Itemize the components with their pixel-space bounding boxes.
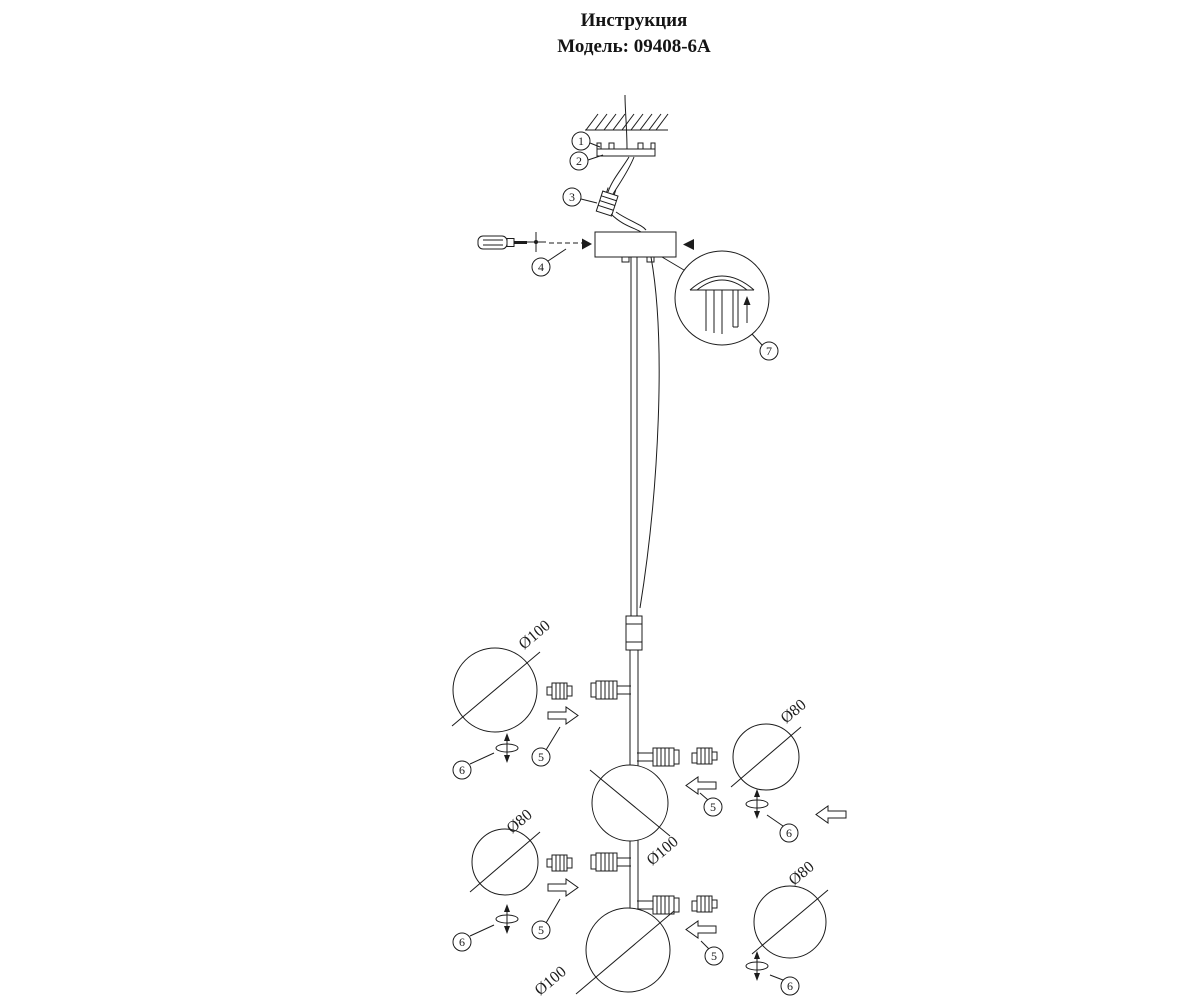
insert-arrow-left-icon: [685, 920, 717, 939]
callout-5: 5: [700, 940, 724, 966]
callout-3-number: 3: [569, 190, 575, 204]
power-cable-droop: [639, 256, 660, 609]
rotate-bulb-icon: [495, 733, 519, 763]
callout-6-number: 6: [459, 935, 465, 949]
callout-6: 6: [766, 814, 799, 843]
rotate-bulb-icon: [745, 789, 769, 819]
insert-arrow-right-icon: [547, 706, 579, 725]
callout-1-number: 1: [578, 134, 584, 148]
detail-magnifier: [674, 250, 770, 346]
screwdriver-icon: [477, 235, 527, 250]
bulb-icon: [546, 854, 573, 872]
callout-7: 7: [751, 333, 779, 361]
terminal-block: [595, 187, 619, 217]
callout-5: 5: [531, 898, 561, 940]
callout-4-number: 4: [538, 260, 544, 274]
glass-sphere-mid-right: Ø80: [730, 696, 810, 791]
page-title: Инструкция: [580, 10, 688, 31]
callout-6-number: 6: [459, 763, 465, 777]
glass-sphere-bottom-right: Ø80: [751, 858, 829, 959]
lamp-socket-icon: [652, 895, 680, 915]
glass-sphere-bottom: Ø100: [532, 907, 675, 999]
push-left-arrow-icon: [683, 239, 694, 250]
callout-1: 1: [571, 131, 601, 151]
lamp-arm-assembly-mid-right: 5 6: [637, 747, 847, 843]
ceiling-hatch: [585, 113, 669, 131]
canopy-wires: [610, 211, 647, 233]
pendant-rod-upper: [630, 257, 638, 616]
callout-5: 5: [699, 792, 723, 817]
callout-6: 6: [769, 974, 800, 996]
document-header: Инструкция Модель: 09408-6A: [34, 8, 1200, 60]
sphere-diameter-label: Ø100: [516, 617, 554, 653]
lamp-arm-assembly-bottom-right: 5 6: [637, 895, 800, 996]
callout-2: 2: [569, 151, 604, 171]
sphere-diameter-label: Ø80: [778, 696, 810, 727]
callout-2-number: 2: [576, 154, 582, 168]
callout-6: 6: [452, 752, 495, 780]
lamp-socket-icon: [590, 680, 618, 700]
callout-6-number: 6: [786, 826, 792, 840]
bulb-icon: [691, 747, 718, 765]
bulb-icon: [691, 895, 718, 913]
glass-sphere-top-left: Ø100: [451, 617, 554, 733]
mounting-bracket: [596, 142, 656, 157]
callout-6: 6: [452, 924, 495, 952]
sphere-diameter-label: Ø80: [786, 858, 818, 889]
insert-arrow-left-icon: [685, 776, 717, 795]
sphere-diameter-label: Ø100: [532, 963, 570, 999]
insert-arrow-icon: [582, 238, 592, 250]
rotate-bulb-icon: [745, 951, 769, 981]
lamp-socket-icon: [590, 852, 618, 872]
push-up-arrow-icon: [743, 296, 751, 323]
rod-joint: [625, 615, 643, 651]
screw-icon: [526, 232, 546, 252]
slide-left-arrow-icon: [815, 805, 847, 824]
bulb-icon: [546, 682, 573, 700]
lamp-arm-assembly-mid-left: 5 6: [452, 852, 631, 952]
rotate-bulb-icon: [495, 904, 519, 934]
power-cable-top: [624, 94, 628, 150]
callout-7-number: 7: [766, 344, 772, 358]
sphere-diameter-label: Ø100: [644, 833, 682, 869]
callout-3: 3: [562, 187, 598, 207]
screw-guide: [549, 238, 592, 250]
model-number: Модель: 09408-6A: [557, 36, 711, 57]
lamp-arm-assembly-top-left: 5 6: [452, 680, 631, 780]
callout-5-number: 5: [710, 800, 716, 814]
callout-5-number: 5: [538, 750, 544, 764]
insert-arrow-right-icon: [547, 878, 579, 897]
lamp-socket-icon: [652, 747, 680, 767]
callout-6-number: 6: [787, 979, 793, 993]
callout-5-number: 5: [538, 923, 544, 937]
supply-wires: [607, 156, 635, 195]
callout-5-number: 5: [711, 949, 717, 963]
glass-sphere-mid-left: Ø80: [469, 806, 541, 896]
ceiling-canopy: [594, 231, 694, 263]
callout-4: 4: [531, 248, 567, 277]
callout-5: 5: [531, 726, 561, 767]
